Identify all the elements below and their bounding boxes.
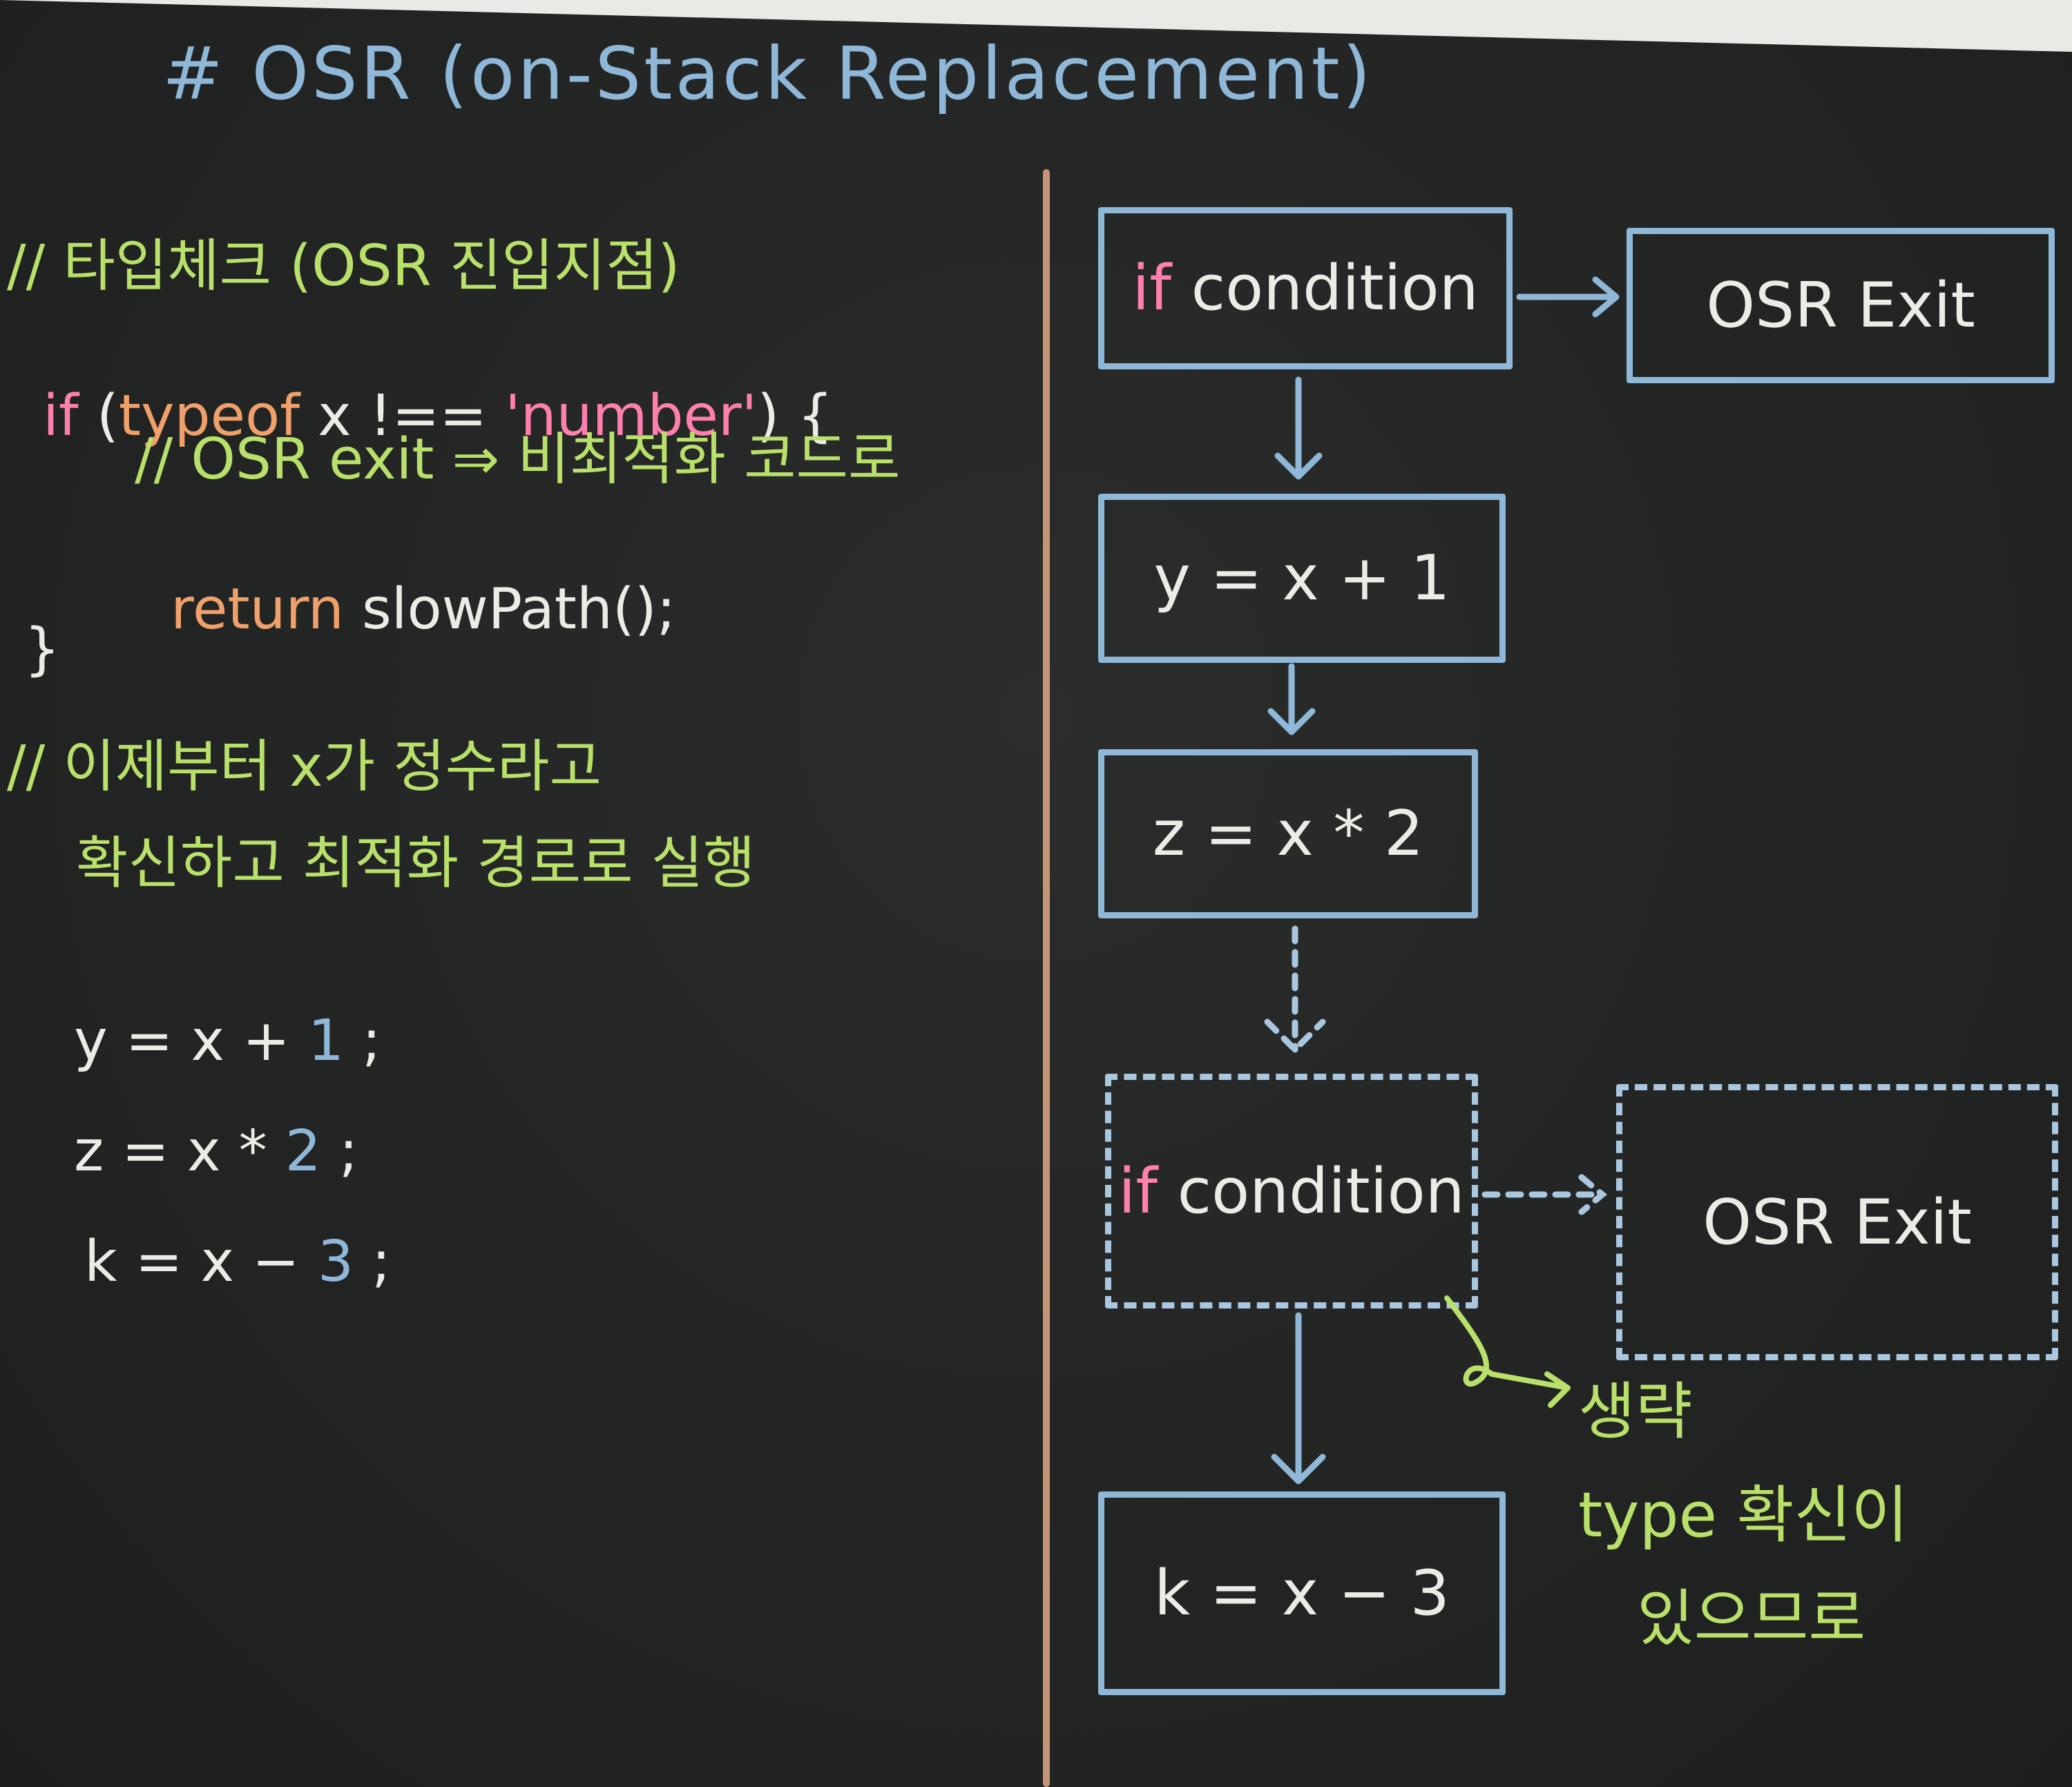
box1-cond: condition xyxy=(1171,252,1479,325)
box5-text: k = x − 3 xyxy=(1154,1557,1450,1630)
line-z-num: 2 xyxy=(285,1119,321,1184)
line-k-end: ; xyxy=(354,1229,391,1295)
flow-box-k: k = x − 3 xyxy=(1098,1491,1506,1695)
code-line-if: if (typeof x !== 'number') { xyxy=(7,331,833,445)
flow-box-osr-exit: OSR Exit xyxy=(1627,228,2055,383)
line-y-lhs: y = x + xyxy=(74,1008,308,1074)
code-line-y: y = x + 1 ; xyxy=(38,956,381,1070)
if-paren: ( xyxy=(78,383,119,449)
line-y-end: ; xyxy=(344,1008,381,1074)
line-z-lhs: z = x * xyxy=(74,1119,285,1184)
flow-box-z: z = x * 2 xyxy=(1098,749,1478,918)
comment-typecheck: // 타입체크 (OSR 진입지점) xyxy=(7,233,680,299)
flow-box-y: y = x + 1 xyxy=(1098,494,1506,663)
flow-box-if-condition: if condition xyxy=(1098,207,1513,369)
box3-text: z = x * 2 xyxy=(1152,798,1424,870)
arrow-box1-box2 xyxy=(1274,376,1323,480)
number-string: 'number' xyxy=(505,383,758,449)
box4-exit: OSR Exit xyxy=(1702,1186,1972,1259)
comment-opt-1: // 이제부터 x가 정수라고 xyxy=(7,734,602,800)
typeof-keyword: typeof xyxy=(118,383,300,449)
note-pointer xyxy=(1444,1295,1571,1408)
code-line-z: z = x * 2 ; xyxy=(38,1067,358,1180)
code-line-k: k = x − 3 ; xyxy=(48,1177,391,1291)
comment-opt-2: 확신하고 최적화 경로로 실행 xyxy=(76,831,756,896)
note-therefore: 있으므로 xyxy=(1637,1583,1866,1655)
box1-exit: OSR Exit xyxy=(1706,269,1975,342)
box4-text: if condition xyxy=(1118,1155,1464,1228)
line-y-num: 1 xyxy=(307,1008,345,1074)
arrow-box4-box5 xyxy=(1271,1312,1326,1485)
note-skip: 생략 xyxy=(1578,1375,1693,1448)
box1-if: if xyxy=(1132,252,1171,325)
box2-text: y = x + 1 xyxy=(1153,542,1450,615)
comment-exit: // OSR exit ⇒ 비최적화 코드로 xyxy=(135,427,901,492)
arrow-box2-box3 xyxy=(1267,663,1316,735)
flow-box-osr-exit-skipped: OSR Exit xyxy=(1616,1084,2058,1360)
x-compare: x !== xyxy=(300,383,506,449)
line-z-end: ; xyxy=(320,1119,358,1184)
arrow-skip-exit-dashed xyxy=(1481,1174,1608,1215)
flow-box-if-condition-skipped: if condition xyxy=(1105,1074,1478,1308)
return-call: slowPath(); xyxy=(343,577,676,642)
line-k-lhs: k = x − xyxy=(84,1229,318,1295)
box4-cond: condition xyxy=(1157,1155,1465,1228)
page-title: # OSR (on-Stack Replacement) xyxy=(162,32,1374,116)
box1-text: if condition xyxy=(1132,252,1478,325)
arrow-to-exit xyxy=(1516,276,1620,318)
code-line-return: return slowPath(); xyxy=(135,525,675,638)
box4-if: if xyxy=(1118,1155,1158,1228)
return-keyword: return xyxy=(171,577,344,642)
note-type-certain: type 확신이 xyxy=(1578,1479,1909,1552)
board-divider xyxy=(1043,169,1050,1787)
line-k-num: 3 xyxy=(317,1229,354,1295)
arrow-box3-box4-dashed xyxy=(1264,925,1326,1054)
if-keyword: if xyxy=(43,383,79,449)
brace-close: } xyxy=(24,617,61,682)
brace-open: ) { xyxy=(757,383,834,449)
